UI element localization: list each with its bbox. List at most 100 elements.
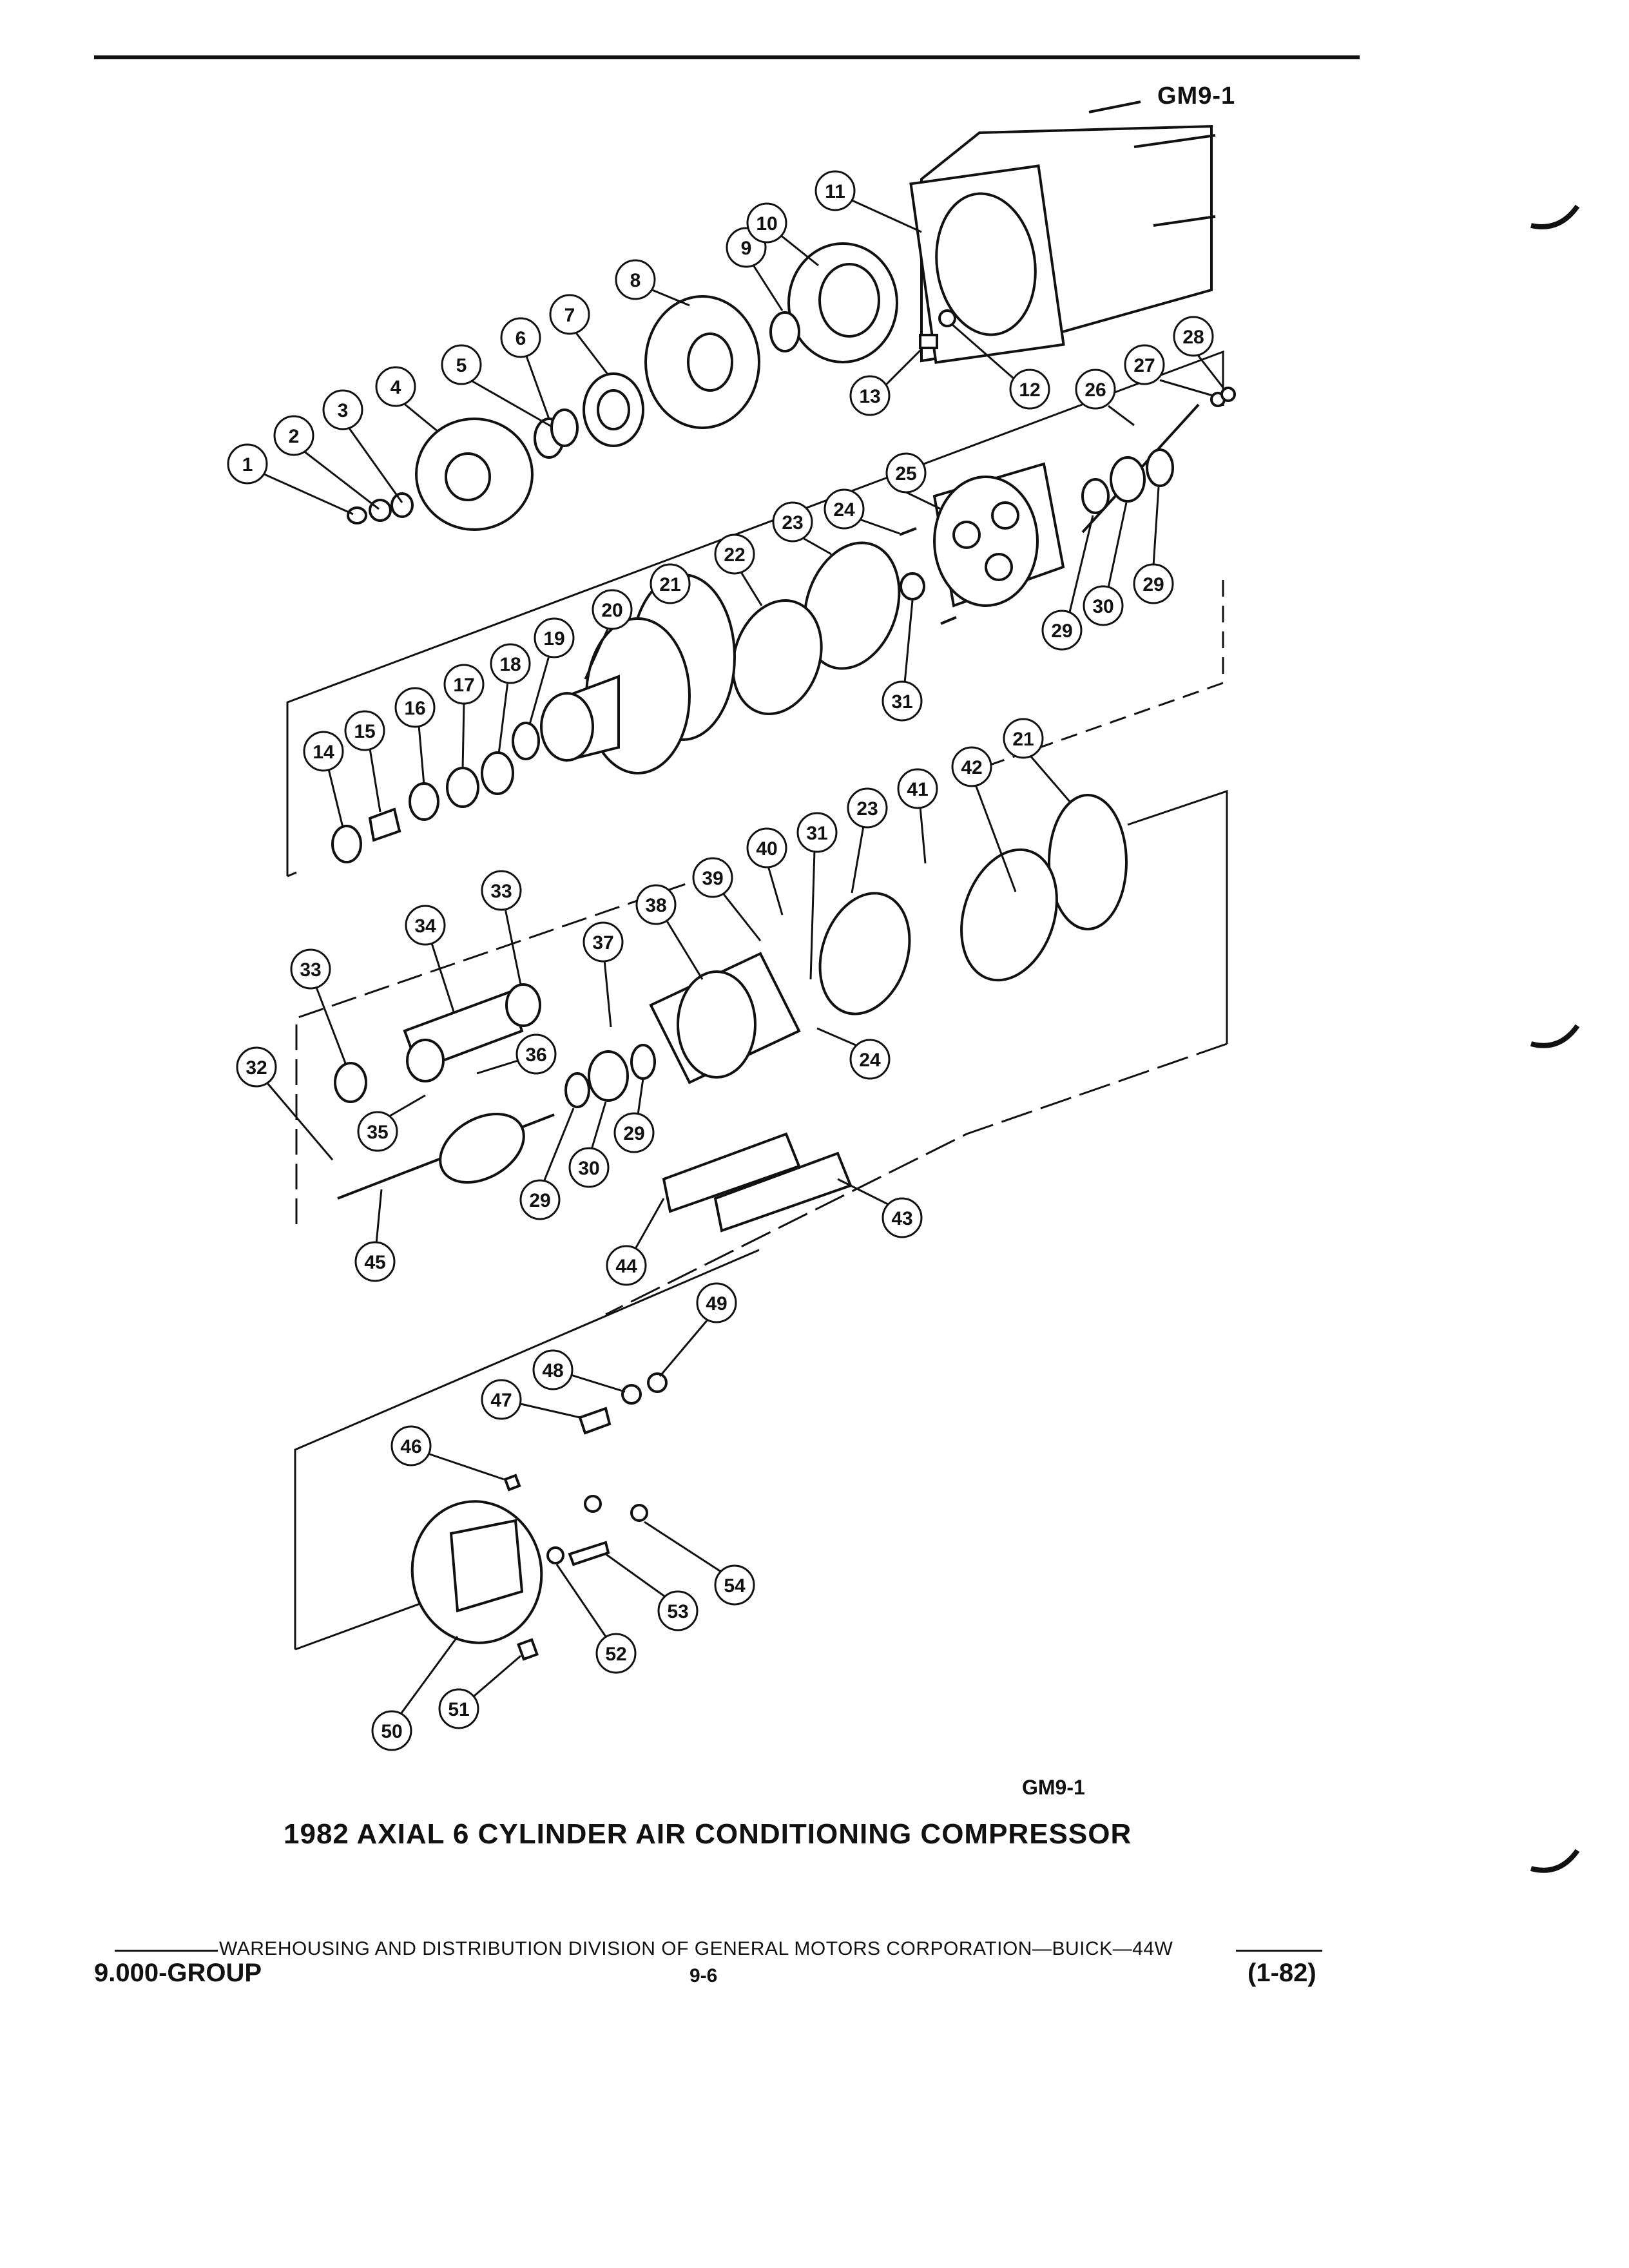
callout-label-31a: 31 — [891, 691, 912, 713]
callout-label-29a: 29 — [1051, 620, 1072, 642]
callout-label-26: 26 — [1084, 380, 1106, 401]
callout-52: 52 — [555, 1564, 637, 1674]
callout-label-21b: 21 — [1012, 729, 1034, 750]
callout-39: 39 — [692, 857, 762, 941]
callout-50: 50 — [371, 1636, 459, 1751]
callout-24a: 24 — [824, 488, 900, 535]
callout-23a: 23 — [772, 501, 832, 555]
callout-33b: 33 — [290, 948, 347, 1064]
callout-label-29c: 29 — [623, 1123, 644, 1144]
part-25-rear-head — [932, 462, 1065, 608]
part-50-housing — [410, 1500, 543, 1644]
callout-21a: 21 — [650, 563, 691, 604]
part-23-valve-plate-b — [818, 892, 911, 1015]
callout-label-36: 36 — [525, 1044, 546, 1066]
callout-44: 44 — [606, 1198, 665, 1286]
figure-title: 1982 AXIAL 6 CYLINDER AIR CONDITIONING C… — [284, 1818, 1132, 1850]
callout-7: 7 — [549, 294, 610, 376]
callout-label-11: 11 — [825, 181, 845, 202]
callout-label-12: 12 — [1019, 380, 1040, 401]
callout-label-48: 48 — [542, 1360, 563, 1381]
callout-6: 6 — [500, 317, 550, 419]
callout-22: 22 — [714, 533, 763, 606]
part-30-bearing-b — [588, 1050, 629, 1102]
part-17-seal-seat — [446, 767, 479, 808]
callout-label-1: 1 — [242, 454, 253, 476]
callout-29c: 29 — [613, 1078, 655, 1153]
part-21-o-ring-b — [1048, 794, 1128, 930]
part-7-bearing — [583, 372, 644, 447]
callout-28: 28 — [1173, 316, 1226, 390]
callout-label-24b: 24 — [859, 1050, 881, 1071]
callout-label-52: 52 — [605, 1644, 626, 1665]
callout-label-33a: 33 — [490, 881, 512, 902]
callout-27: 27 — [1124, 344, 1213, 397]
callout-5: 5 — [441, 344, 552, 428]
figure-code-top: GM9-1 — [1157, 82, 1236, 110]
callout-label-31b: 31 — [806, 823, 827, 844]
part-drawings — [331, 101, 1236, 1661]
callout-32: 32 — [236, 1046, 334, 1160]
part-33-bearing-b — [334, 1062, 367, 1103]
callout-label-32: 32 — [246, 1057, 267, 1079]
part-15-sleeve — [368, 807, 401, 842]
callout-label-53: 53 — [667, 1601, 688, 1622]
part-52-o-ring — [546, 1546, 564, 1564]
callout-29a: 29 — [1041, 515, 1094, 651]
callout-label-54: 54 — [724, 1575, 746, 1597]
part-9-ring — [769, 311, 800, 352]
callout-label-7: 7 — [564, 305, 575, 326]
part-29-washer-b — [1146, 448, 1174, 487]
callout-label-17: 17 — [453, 675, 474, 696]
callout-29b: 29 — [1133, 486, 1174, 604]
footer-group: 9.000-GROUP — [94, 1959, 262, 1987]
callout-8: 8 — [615, 259, 690, 307]
callout-3: 3 — [322, 389, 403, 503]
callout-label-2: 2 — [289, 426, 300, 447]
callout-48: 48 — [532, 1349, 626, 1393]
part-24-pin-b — [940, 616, 957, 625]
part-45-shaft — [337, 1112, 555, 1200]
part-20-front-head — [540, 617, 691, 774]
callout-14: 14 — [303, 731, 344, 828]
footer-page-number: 9-6 — [689, 1965, 718, 1986]
callout-label-20: 20 — [601, 600, 622, 621]
part-28-o-ring — [1220, 387, 1236, 402]
callout-label-34: 34 — [414, 916, 436, 937]
callout-20: 20 — [584, 589, 633, 680]
part-8-pulley — [644, 295, 760, 429]
part-12 — [938, 309, 956, 327]
part-22-reed-valve — [731, 599, 823, 715]
part-23-valve-plate — [803, 541, 901, 670]
callout-label-39: 39 — [702, 868, 723, 889]
callout-label-9: 9 — [741, 238, 752, 259]
callout-label-23b: 23 — [856, 798, 878, 820]
callout-label-35: 35 — [367, 1122, 388, 1143]
callout-label-43: 43 — [891, 1208, 912, 1229]
part-41-reed-valve — [960, 848, 1058, 982]
callout-34: 34 — [405, 905, 455, 1012]
callout-38: 38 — [635, 884, 704, 980]
part-16-ring — [409, 782, 439, 821]
callout-41: 41 — [897, 768, 938, 864]
callout-45: 45 — [354, 1189, 396, 1282]
callout-label-14: 14 — [313, 742, 334, 763]
part-34-shaft-sleeve — [403, 990, 524, 1082]
part-38-cylinder — [649, 952, 801, 1084]
callout-19: 19 — [528, 617, 575, 725]
callout-2: 2 — [273, 415, 380, 510]
footer-division: WAREHOUSING AND DISTRIBUTION DIVISION OF… — [219, 1938, 1173, 1959]
top-rule — [94, 55, 1360, 59]
callout-label-30b: 30 — [578, 1158, 599, 1179]
footer-rule-right — [1236, 1950, 1322, 1952]
part-47-valve — [578, 1407, 612, 1435]
footer-rule-left — [115, 1950, 218, 1952]
part-14-ring — [331, 825, 362, 863]
callout-label-24a: 24 — [833, 499, 855, 521]
callout-label-40: 40 — [756, 838, 777, 860]
callout-42: 42 — [951, 746, 1017, 892]
callout-label-4: 4 — [390, 377, 401, 398]
callout-label-30a: 30 — [1092, 596, 1113, 617]
callout-23b: 23 — [847, 787, 888, 894]
